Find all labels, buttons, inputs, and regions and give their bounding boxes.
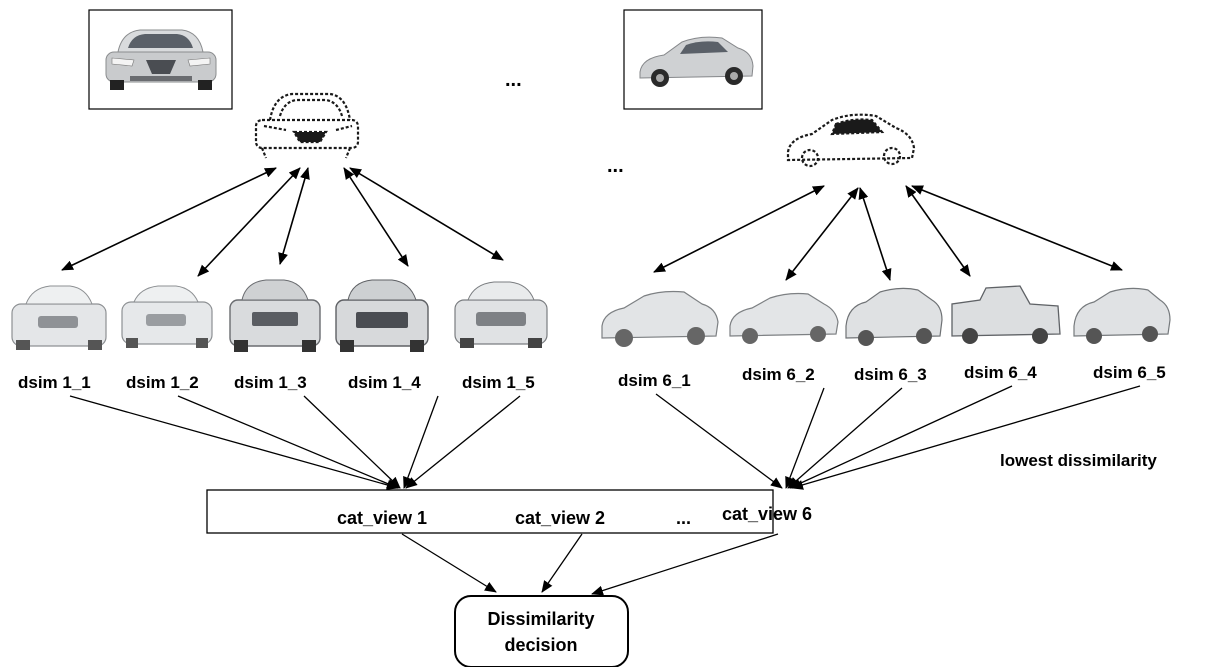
cat-to-decision-arrows <box>401 533 779 596</box>
template-front-2 <box>121 285 213 348</box>
ellipsis-middle: ... <box>607 155 624 177</box>
cat-view-1-label: cat_view 1 <box>337 508 427 528</box>
similarity-arrows-side <box>653 185 1123 281</box>
template-side-3 <box>845 287 943 346</box>
dsim-label-6-5: dsim 6_5 <box>1093 363 1166 382</box>
edge-sketch-front <box>254 92 360 159</box>
dsim-label-6-1: dsim 6_1 <box>618 371 691 390</box>
dsim-label-6-2: dsim 6_2 <box>742 365 815 384</box>
decision-line-2: decision <box>504 635 577 655</box>
dsim-label-1-3: dsim 1_3 <box>234 373 307 392</box>
lowest-dissimilarity-label: lowest dissimilarity <box>1000 451 1157 470</box>
template-front-5 <box>454 281 548 348</box>
template-side-4 <box>951 285 1061 344</box>
cat-bar-ellipsis: ... <box>676 508 691 528</box>
dsim-label-6-4: dsim 6_4 <box>964 363 1037 382</box>
car-front-photo-icon <box>105 29 217 90</box>
dsim-label-1-4: dsim 1_4 <box>348 373 421 392</box>
dsim-label-1-1: dsim 1_1 <box>18 373 91 392</box>
car-side-photo-icon <box>639 36 754 87</box>
input-photo-side <box>623 9 763 110</box>
similarity-arrows-front <box>61 167 504 277</box>
template-side-5 <box>1073 287 1171 344</box>
dsim-to-cat-arrows-front <box>69 395 521 490</box>
template-front-4 <box>335 279 429 352</box>
cat-view-2-label: cat_view 2 <box>515 508 605 528</box>
dsim-label-6-3: dsim 6_3 <box>854 365 927 384</box>
template-side-1 <box>601 290 719 347</box>
dsim-label-1-2: dsim 1_2 <box>126 373 199 392</box>
template-front-3 <box>229 279 321 352</box>
template-front-1 <box>11 285 107 350</box>
template-side-2 <box>729 292 839 344</box>
edge-sketch-side <box>786 113 916 168</box>
dissimilarity-decision-box: Dissimilarity decision <box>454 595 629 667</box>
dsim-to-cat-arrows-side <box>655 385 1141 490</box>
dsim-label-1-5: dsim 1_5 <box>462 373 535 392</box>
category-bar: cat_view 1 cat_view 2 ... cat_view 6 <box>206 489 812 534</box>
input-photo-front <box>88 9 233 110</box>
cat-view-6-label: cat_view 6 <box>722 504 812 524</box>
ellipsis-top: ... <box>505 69 522 91</box>
decision-line-1: Dissimilarity <box>487 609 594 629</box>
